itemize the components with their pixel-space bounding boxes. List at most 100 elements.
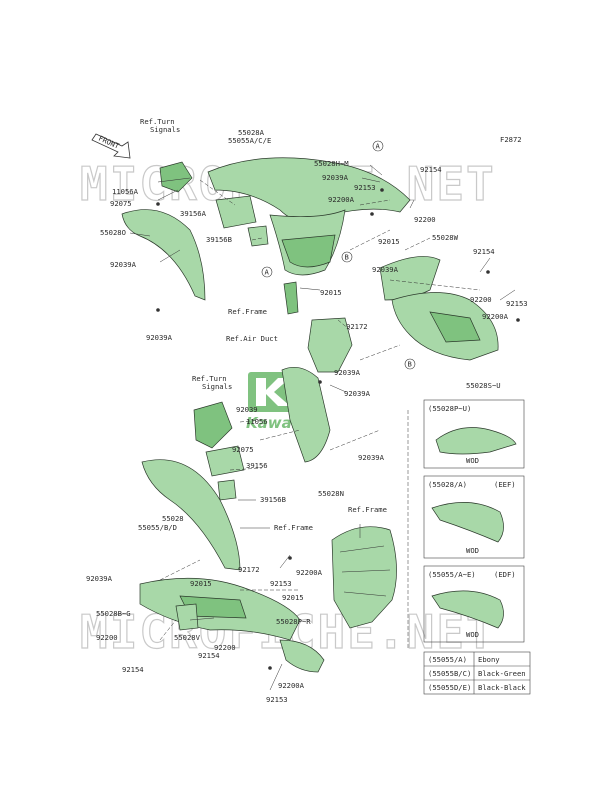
label-39156b-1: 39156B: [206, 235, 232, 244]
upper-cowl-part: [207, 157, 411, 222]
label-92039a-4: 92039A: [372, 265, 399, 274]
label-92075-2: 92075: [232, 445, 254, 454]
label-92172-1: 92172: [346, 322, 368, 331]
part-number-labels: 55028A 55055A/C/E 55028H~M 92039A 92153 …: [86, 128, 528, 704]
variant-1-part: [435, 427, 517, 455]
ref-turn-signals-mid-2: Signals: [202, 382, 232, 391]
label-92039a-1: 92039A: [322, 173, 349, 182]
label-92153-2: 92153: [506, 299, 528, 308]
callout-markers: A A B B: [261, 140, 416, 370]
label-55055ace: 55055A/C/E: [228, 136, 271, 145]
label-55028o: 55028O: [100, 228, 126, 237]
ref-air-duct: Ref.Air Duct: [226, 334, 278, 343]
label-55028: 55028: [162, 514, 184, 523]
ref-frame-top: Ref.Frame: [228, 307, 267, 316]
label-92153-1: 92153: [354, 183, 376, 192]
air-duct-part: [307, 317, 353, 373]
label-92154-3: 92154: [198, 651, 220, 660]
label-55028v: 55028V: [174, 633, 201, 642]
label-92039a-6: 92039A: [344, 389, 371, 398]
variant-box-1: [423, 399, 525, 469]
ref-frame-mid: Ref.Frame: [274, 523, 313, 532]
right-cowl-accent: [429, 311, 481, 343]
callout-b-top: B: [345, 253, 349, 262]
label-11056: 11056: [246, 417, 268, 426]
label-39156b-2: 39156B: [260, 495, 286, 504]
label-92200a-4: 92200A: [278, 681, 305, 690]
color-table-color-1: Ebony: [478, 655, 500, 664]
label-92075-1: 92075: [110, 199, 132, 208]
variant-3-extra: (EDF): [494, 570, 516, 579]
label-92039a-3: 92039A: [146, 333, 173, 342]
variant-2-caption: WOD: [466, 546, 479, 555]
variant-2-label: (55028/A): [428, 480, 467, 489]
color-table-color-2: Black-Green: [478, 669, 526, 678]
pad-39156b-top: [247, 225, 269, 247]
under-cowl-part: [279, 639, 325, 673]
variant-panel: (55028P~U) WOD (55028/A) (EEF) WOD (5505…: [423, 399, 525, 643]
inner-cowl-part: [281, 234, 336, 268]
variant-2-part: [431, 502, 504, 543]
label-55055bd: 55055/B/D: [138, 523, 177, 532]
side-panel-left-part: [121, 209, 206, 301]
turn-signal-mount-top: [159, 161, 193, 193]
label-92153-3: 92153: [270, 579, 292, 588]
variant-3-label: (55055/A~E): [428, 570, 476, 579]
callout-a-mid: A: [265, 268, 270, 277]
label-92039a-2: 92039A: [110, 260, 137, 269]
label-92015-2: 92015: [320, 288, 342, 297]
lower-side-cowl-part: [141, 459, 241, 571]
label-92153-4: 92153: [266, 695, 288, 704]
frame-detail: [339, 545, 391, 597]
label-55028n: 55028N: [318, 489, 344, 498]
variant-box-2: [423, 475, 525, 559]
callout-a-top: A: [376, 142, 381, 151]
ref-frame-bottom: Ref.Frame: [348, 505, 387, 514]
label-92039a-8: 92039A: [86, 574, 113, 583]
label-92154-2: 92154: [473, 247, 495, 256]
variant-1-label: (55028P~U): [428, 404, 471, 413]
variant-2-extra: (EEF): [494, 480, 516, 489]
label-92200a-1: 92200A: [328, 195, 355, 204]
label-55028su: 55028S~U: [466, 381, 501, 390]
variant-3-part: [431, 590, 504, 629]
label-92015-4: 92015: [282, 593, 304, 602]
label-92200-1: 92200: [414, 215, 436, 224]
label-92154-4: 92154: [122, 665, 144, 674]
label-92015-1: 92015: [378, 237, 400, 246]
callout-b-right: B: [408, 360, 412, 369]
small-panel-55028v: [175, 603, 199, 631]
ref-turn-signals-top: Ref.Turn: [140, 117, 175, 126]
label-92200-4: 92200: [214, 643, 236, 652]
label-92039-1: 92039: [236, 405, 258, 414]
label-55028a: 55028A: [238, 128, 265, 137]
label-92154-1: 92154: [420, 165, 442, 174]
label-55028w: 55028W: [432, 233, 459, 242]
label-55028bg: 55028B~G: [96, 609, 131, 618]
color-table-frame: [423, 651, 531, 695]
label-55028hm: 55028H~M: [314, 159, 349, 168]
label-92015-3: 92015: [190, 579, 212, 588]
pad-39156b-mid: [217, 479, 237, 501]
turn-signal-mount-mid: [193, 401, 233, 449]
variant-3-caption: WOD: [466, 630, 479, 639]
color-table: (55055/A) Ebony (55055B/C) Black-Green (…: [423, 651, 531, 695]
color-table-code-3: (55055D/E): [428, 683, 471, 692]
frame-bracket-top: [283, 281, 299, 315]
label-92172-2: 92172: [238, 565, 260, 574]
color-table-code-1: (55055/A): [428, 655, 467, 664]
middle-panel-part: [281, 367, 331, 463]
label-11056a: 11056A: [112, 187, 139, 196]
variant-box-3: [423, 565, 525, 643]
pad-39156a: [215, 195, 257, 229]
figure-code: F2872: [500, 135, 522, 144]
front-arrow-icon: FRONT: [91, 133, 131, 159]
frame-part: [331, 526, 397, 629]
variant-1-caption: WOD: [466, 456, 479, 465]
pad-39156: [205, 445, 245, 477]
ref-turn-signals-top-2: Signals: [150, 125, 180, 134]
label-92039a-7: 92039A: [358, 453, 385, 462]
ref-turn-signals-mid: Ref.Turn: [192, 374, 227, 383]
